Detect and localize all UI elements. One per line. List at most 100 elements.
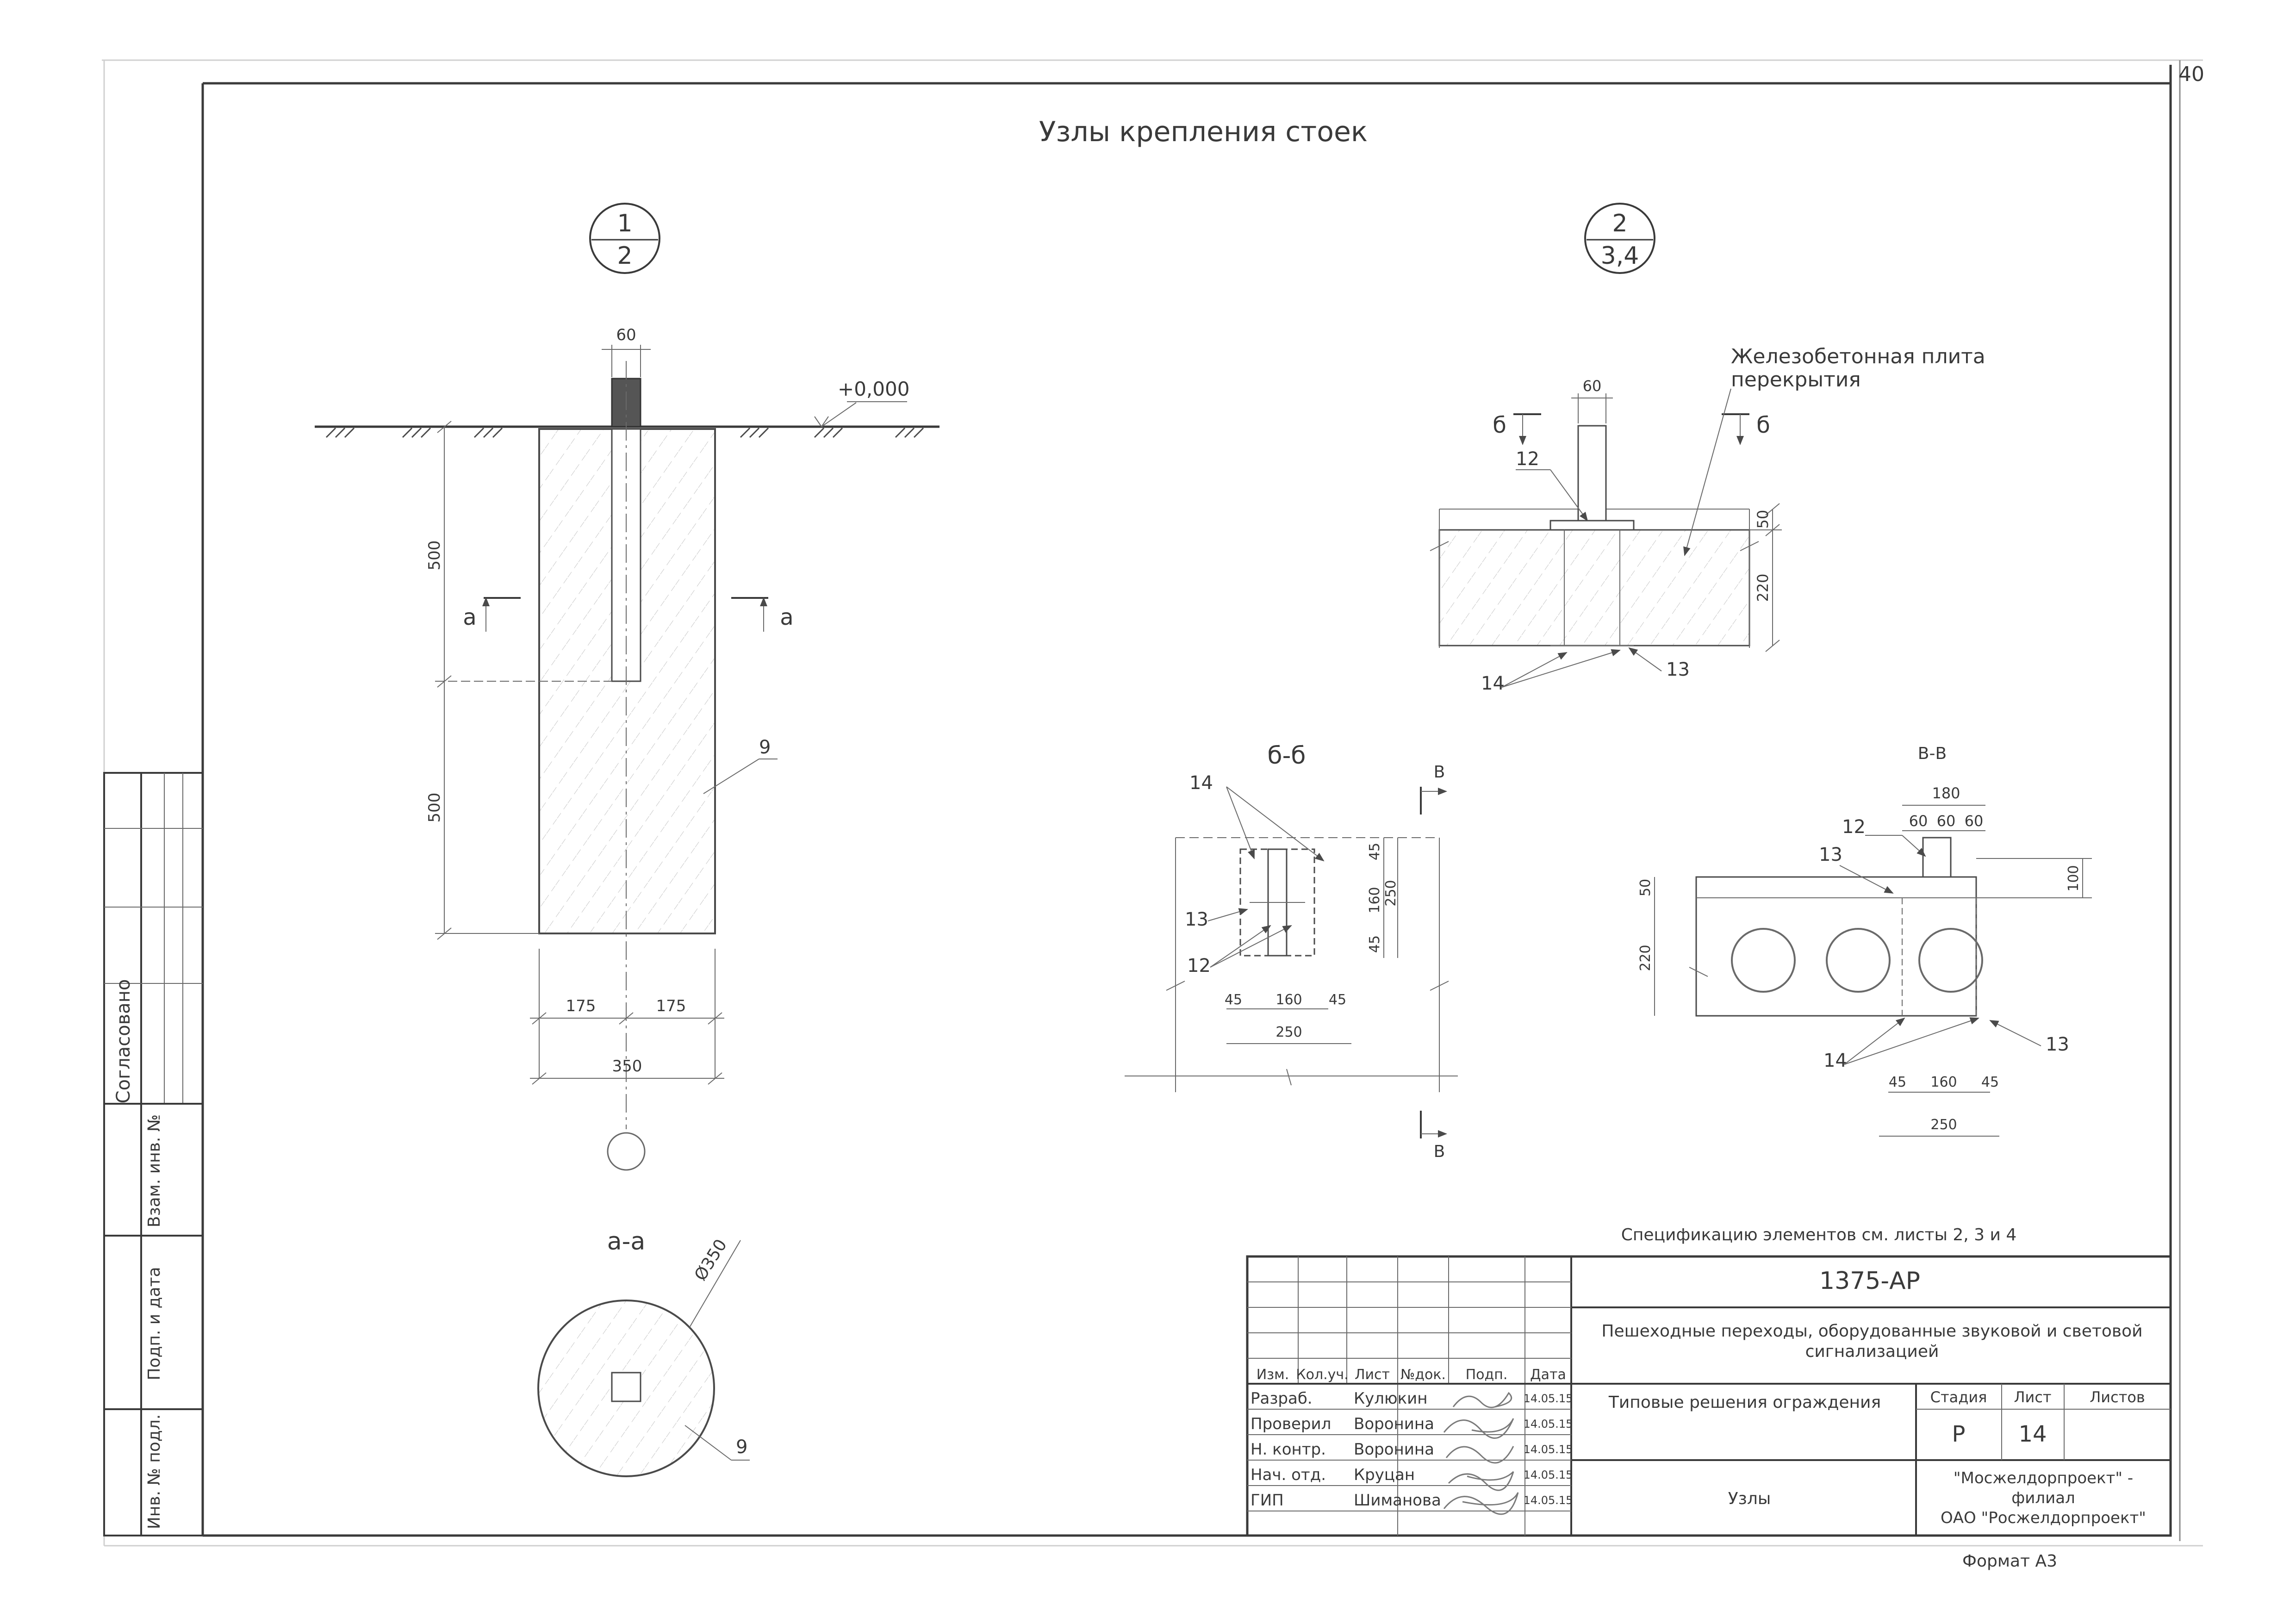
node2-pos-14: 14 bbox=[1481, 673, 1505, 694]
node1-pos-9: 9 bbox=[759, 737, 771, 758]
section-vv-dim-50: 50 bbox=[1637, 879, 1654, 896]
section-bb-dim-45b: 45 bbox=[1367, 935, 1383, 953]
side-inv-podl: Инв. № подл. bbox=[145, 1414, 164, 1529]
section-bb-mark-v-top: В bbox=[1434, 763, 1445, 782]
drawing-title: Узлы крепления стоек bbox=[1039, 116, 1368, 148]
sheet-number: 40 bbox=[2178, 62, 2204, 86]
tb-doc-title: Типовые решения ограждения bbox=[1608, 1393, 1881, 1412]
tb-sheets-label: Листов bbox=[2090, 1388, 2145, 1406]
node2-dim-60: 60 bbox=[1583, 377, 1602, 395]
callout-1-bottom: 2 bbox=[617, 242, 632, 270]
tb-sheet-title: Узлы bbox=[1728, 1489, 1771, 1508]
node1-dim-60: 60 bbox=[616, 326, 636, 344]
title-block: 1375-АР Пешеходные переходы, оборудованн… bbox=[1246, 1255, 2172, 1537]
side-vzam: Взам. инв. № bbox=[145, 1114, 164, 1227]
node2-pos-13: 13 bbox=[1666, 659, 1690, 680]
tb-h-podp: Подп. bbox=[1466, 1367, 1508, 1383]
section-vv-pos-14: 14 bbox=[1823, 1050, 1847, 1071]
section-vv-dim-60b: 60 bbox=[1937, 812, 1956, 830]
tb-sheet-value: 14 bbox=[2018, 1421, 2047, 1447]
node2-slab-label-1: Железобетонная плита bbox=[1731, 345, 1985, 368]
node1-section-a-left: а bbox=[463, 604, 476, 630]
tb-row4-date: 14.05.15 bbox=[1524, 1494, 1573, 1507]
section-bb-dim-160v: 160 bbox=[1367, 887, 1383, 913]
tb-code: 1375-АР bbox=[1819, 1267, 1920, 1295]
tb-row0-name: Кулюкин bbox=[1354, 1389, 1427, 1408]
section-vv-dim-45b: 45 bbox=[1981, 1074, 1999, 1090]
section-bb-dim-h45b: 45 bbox=[1329, 992, 1346, 1008]
tb-h-list: Лист bbox=[1355, 1367, 1390, 1383]
node1-dim-500-upper: 500 bbox=[425, 541, 444, 571]
tb-row0-role: Разраб. bbox=[1251, 1389, 1313, 1408]
section-aa-diameter: Ø350 bbox=[691, 1236, 731, 1284]
node1-dim-350: 350 bbox=[612, 1057, 642, 1076]
section-bb-dim-h250: 250 bbox=[1276, 1024, 1302, 1040]
tb-row4-role: ГИП bbox=[1251, 1491, 1284, 1510]
section-aa: а-а Ø350 9 bbox=[537, 1228, 750, 1477]
tb-org-2: филиал bbox=[2011, 1489, 2075, 1507]
tb-row1-name: Воронина bbox=[1354, 1415, 1434, 1433]
section-vv-pos-13b: 13 bbox=[2046, 1034, 2069, 1055]
tb-row3-role: Нач. отд. bbox=[1251, 1466, 1326, 1484]
tb-row1-date: 14.05.15 bbox=[1524, 1418, 1573, 1430]
node1-dim-175-right: 175 bbox=[656, 997, 686, 1015]
node1-dim-175-left: 175 bbox=[566, 997, 596, 1015]
node2-slab-label-2: перекрытия bbox=[1731, 368, 1861, 392]
tb-row2-name: Воронина bbox=[1354, 1440, 1434, 1459]
callout-2-top: 2 bbox=[1612, 210, 1627, 237]
callout-node-1: 1 2 bbox=[589, 203, 660, 274]
section-vv-dim-100: 100 bbox=[2066, 865, 2082, 891]
tb-row3-name: Круцан bbox=[1354, 1466, 1415, 1484]
tb-h-ndok: №док. bbox=[1400, 1367, 1446, 1383]
node-2-drawing: 60 б б Железобетонная плита перекрытия 1… bbox=[1430, 345, 1985, 694]
section-aa-pos-9: 9 bbox=[736, 1436, 747, 1458]
section-bb: б-б В В 14 13 12 45 160 45 250 bbox=[1125, 742, 1458, 1161]
node1-section-a-right: а bbox=[780, 604, 793, 630]
section-vv-dim-180: 180 bbox=[1932, 784, 1960, 802]
tb-row4-name: Шиманова bbox=[1354, 1491, 1441, 1510]
tb-row3-date: 14.05.15 bbox=[1524, 1468, 1573, 1481]
side-agreed: Согласовано bbox=[113, 979, 134, 1104]
section-bb-title: б-б bbox=[1268, 742, 1306, 770]
tb-project: Пешеходные переходы, оборудованные звуко… bbox=[1601, 1322, 2143, 1361]
section-vv-dim-60c: 60 bbox=[1965, 812, 1984, 830]
tb-row1-role: Проверил bbox=[1251, 1415, 1331, 1433]
node2-section-b-right: б bbox=[1756, 412, 1770, 438]
section-vv-pos-13: 13 bbox=[1819, 844, 1842, 865]
tb-sheet-label: Лист bbox=[2014, 1388, 2051, 1406]
spec-note: Спецификацию элементов см. листы 2, 3 и … bbox=[1621, 1225, 2017, 1244]
format-label: Формат А3 bbox=[1962, 1552, 2057, 1571]
level-label: +0,000 bbox=[838, 378, 909, 400]
tb-stage-label: Стадия bbox=[1930, 1388, 1987, 1406]
signatures bbox=[1443, 1392, 1519, 1515]
callout-1-top: 1 bbox=[617, 210, 632, 237]
section-bb-pos-12: 12 bbox=[1187, 955, 1211, 976]
tb-h-kol: Кол.уч. bbox=[1296, 1367, 1348, 1383]
section-aa-title: а-а bbox=[607, 1228, 646, 1256]
node-1-drawing: +0,000 60 500 500 а а 9 bbox=[315, 326, 940, 1171]
section-vv-dim-250: 250 bbox=[1930, 1117, 1957, 1133]
section-vv: В-В 180 60 60 60 100 50 220 12 13 14 bbox=[1637, 744, 2092, 1137]
section-vv-title: В-В bbox=[1918, 744, 1947, 763]
section-bb-dim-45a: 45 bbox=[1367, 843, 1383, 860]
tb-row2-role: Н. контр. bbox=[1251, 1440, 1326, 1459]
tb-h-data: Дата bbox=[1530, 1367, 1566, 1383]
section-bb-pos-14: 14 bbox=[1189, 772, 1213, 794]
section-vv-pos-12: 12 bbox=[1842, 816, 1866, 838]
section-vv-dim-160: 160 bbox=[1930, 1074, 1957, 1090]
section-vv-dim-60a: 60 bbox=[1909, 812, 1928, 830]
node2-pos-12: 12 bbox=[1516, 448, 1539, 470]
tb-h-izm: Изм. bbox=[1257, 1367, 1289, 1383]
tb-org-3: ОАО "Росжелдорпроект" bbox=[1941, 1509, 2146, 1527]
section-bb-dim-250v: 250 bbox=[1383, 880, 1399, 906]
callout-2-bottom: 3,4 bbox=[1601, 242, 1639, 270]
tb-row2-date: 14.05.15 bbox=[1524, 1443, 1573, 1456]
node2-section-b-left: б bbox=[1493, 412, 1506, 438]
section-bb-dim-h160: 160 bbox=[1276, 992, 1302, 1008]
section-bb-mark-v-bottom: В bbox=[1434, 1142, 1445, 1161]
tb-row0-date: 14.05.15 bbox=[1524, 1392, 1573, 1405]
tb-stage-value: Р bbox=[1952, 1421, 1966, 1447]
section-vv-dim-220: 220 bbox=[1637, 945, 1654, 971]
section-vv-dim-45a: 45 bbox=[1889, 1074, 1906, 1090]
